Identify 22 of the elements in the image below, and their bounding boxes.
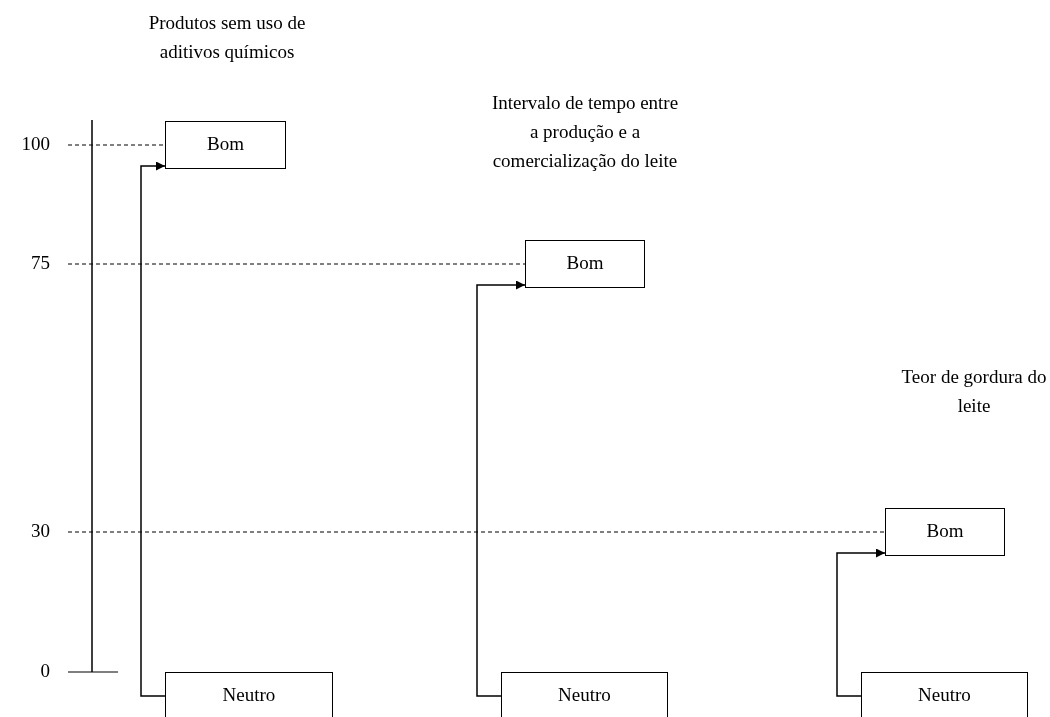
criterion-heading: Produtos sem uso de aditivos químicos <box>147 11 307 64</box>
arrow <box>476 280 526 697</box>
level-box <box>885 508 1005 556</box>
arrow <box>140 161 166 697</box>
box-label: Neutro <box>222 684 276 706</box>
box-label: Bom <box>207 133 244 155</box>
axis-label: 100 <box>20 133 50 155</box>
box-label: Bom <box>926 520 964 542</box>
level-box <box>525 240 645 288</box>
axis-label: 30 <box>30 520 50 542</box>
box-label: Neutro <box>558 684 611 706</box>
level-box <box>165 121 286 169</box>
criterion-heading: Teor de gordura do leite <box>900 365 1048 418</box>
axis-label: 75 <box>30 252 50 274</box>
criterion-heading: Intervalo de tempo entre a produção e a comercialização do leite <box>490 91 680 173</box>
box-label: Bom <box>566 252 604 274</box>
box-label: Neutro <box>918 684 971 706</box>
axis-label: 0 <box>39 660 50 682</box>
level-box <box>501 672 668 717</box>
level-box <box>165 672 333 717</box>
arrow <box>836 548 886 697</box>
level-box <box>861 672 1028 717</box>
